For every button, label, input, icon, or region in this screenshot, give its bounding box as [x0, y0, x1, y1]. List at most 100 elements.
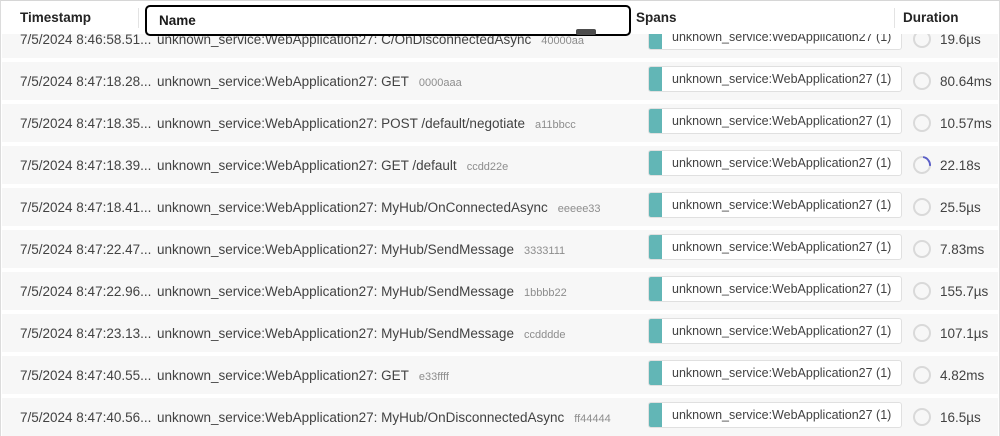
table-row[interactable]: 7/5/2024 8:47:18.28... unknown_service:W…: [2, 62, 998, 100]
trace-timestamp: 7/5/2024 8:47:18.35...: [20, 115, 152, 131]
trace-duration: 19.6µs: [940, 31, 981, 47]
span-color-swatch: [649, 109, 662, 133]
span-resource-badge[interactable]: unknown_service:WebApplication27 (1): [648, 66, 903, 92]
span-color-swatch: [649, 193, 662, 217]
trace-duration-cell: 7.83ms: [903, 240, 998, 258]
span-resource-badge[interactable]: unknown_service:WebApplication27 (1): [648, 150, 903, 176]
trace-duration: 10.57ms: [940, 115, 992, 131]
trace-duration: 4.82ms: [940, 367, 985, 383]
trace-id: 1bbbb22: [523, 286, 567, 299]
trace-spans-cell: unknown_service:WebApplication27 (1): [648, 66, 903, 96]
trace-spans-cell: unknown_service:WebApplication27 (1): [648, 150, 903, 180]
trace-id: 40000aa: [541, 34, 585, 47]
duration-ring-icon: [913, 114, 931, 132]
trace-timestamp: 7/5/2024 8:47:18.39...: [20, 157, 152, 173]
trace-name: unknown_service:WebApplication27: MyHub/…: [157, 409, 565, 425]
duration-ring-icon: [913, 408, 931, 426]
trace-name-cell[interactable]: unknown_service:WebApplication27: MyHub/…: [157, 410, 648, 425]
trace-name: unknown_service:WebApplication27: GET: [157, 73, 409, 89]
span-color-swatch: [649, 67, 662, 91]
trace-name: unknown_service:WebApplication27: GET: [157, 367, 409, 383]
trace-duration-cell: 107.1µs: [903, 324, 998, 342]
span-color-swatch: [649, 403, 662, 427]
span-color-swatch: [649, 277, 662, 301]
trace-name-cell[interactable]: unknown_service:WebApplication27: MyHub/…: [157, 326, 648, 341]
trace-name: unknown_service:WebApplication27: MyHub/…: [157, 325, 514, 341]
trace-spans-cell: unknown_service:WebApplication27 (1): [648, 360, 903, 390]
span-resource-label: unknown_service:WebApplication27 (1): [672, 198, 892, 212]
trace-name-cell[interactable]: unknown_service:WebApplication27: MyHub/…: [157, 284, 648, 299]
table-row[interactable]: 7/5/2024 8:47:22.47... unknown_service:W…: [2, 230, 998, 268]
span-resource-label: unknown_service:WebApplication27 (1): [672, 282, 892, 296]
trace-spans-cell: unknown_service:WebApplication27 (1): [648, 276, 903, 306]
span-resource-label: unknown_service:WebApplication27 (1): [672, 408, 892, 422]
trace-timestamp: 7/5/2024 8:47:40.55...: [20, 367, 152, 383]
trace-timestamp: 7/5/2024 8:47:40.56...: [20, 409, 152, 425]
trace-duration: 22.18s: [940, 157, 981, 173]
column-divider: [138, 8, 139, 28]
trace-duration: 25.5µs: [940, 199, 981, 215]
trace-id: a11bbcc: [534, 118, 576, 131]
trace-id: e33ffff: [418, 370, 449, 383]
trace-timestamp: 7/5/2024 8:47:22.96...: [20, 283, 152, 299]
span-resource-label: unknown_service:WebApplication27 (1): [672, 324, 892, 338]
column-header-timestamp[interactable]: Timestamp: [20, 9, 92, 25]
trace-id: 3333111: [523, 244, 566, 257]
span-resource-badge[interactable]: unknown_service:WebApplication27 (1): [648, 192, 903, 218]
span-resource-badge[interactable]: unknown_service:WebApplication27 (1): [648, 360, 903, 386]
trace-id: eeeee33: [557, 202, 601, 215]
trace-name-cell[interactable]: unknown_service:WebApplication27: GET /d…: [157, 158, 648, 173]
column-divider: [894, 8, 895, 28]
trace-duration-cell: 80.64ms: [903, 72, 998, 90]
duration-ring-icon: [913, 240, 931, 258]
trace-name-cell[interactable]: unknown_service:WebApplication27: GET e3…: [157, 368, 648, 383]
trace-rows-container: 7/5/2024 8:46:58.51... unknown_service:W…: [2, 20, 998, 436]
table-row[interactable]: 7/5/2024 8:47:18.39... unknown_service:W…: [2, 146, 998, 184]
span-resource-badge[interactable]: unknown_service:WebApplication27 (1): [648, 276, 903, 302]
duration-ring-icon: [913, 324, 931, 342]
span-resource-label: unknown_service:WebApplication27 (1): [672, 156, 892, 170]
trace-spans-cell: unknown_service:WebApplication27 (1): [648, 234, 903, 264]
span-color-swatch: [649, 361, 662, 385]
duration-ring-icon: [913, 282, 931, 300]
name-filter-input[interactable]: [145, 5, 631, 36]
trace-spans-cell: unknown_service:WebApplication27 (1): [648, 192, 903, 222]
trace-name-cell[interactable]: unknown_service:WebApplication27: GET 00…: [157, 74, 648, 89]
table-row[interactable]: 7/5/2024 8:47:40.56... unknown_service:W…: [2, 398, 998, 436]
trace-duration-cell: 4.82ms: [903, 366, 998, 384]
span-resource-label: unknown_service:WebApplication27 (1): [672, 114, 892, 128]
trace-duration-cell: 155.7µs: [903, 282, 998, 300]
span-resource-badge[interactable]: unknown_service:WebApplication27 (1): [648, 234, 903, 260]
table-row[interactable]: 7/5/2024 8:47:22.96... unknown_service:W…: [2, 272, 998, 310]
trace-name-cell[interactable]: unknown_service:WebApplication27: MyHub/…: [157, 242, 648, 257]
span-resource-badge[interactable]: unknown_service:WebApplication27 (1): [648, 318, 903, 344]
trace-name: unknown_service:WebApplication27: MyHub/…: [157, 241, 514, 257]
trace-spans-cell: unknown_service:WebApplication27 (1): [648, 318, 903, 348]
trace-name: unknown_service:WebApplication27: GET /d…: [157, 157, 457, 173]
column-header-spans[interactable]: Spans: [636, 9, 677, 25]
span-resource-label: unknown_service:WebApplication27 (1): [672, 72, 892, 86]
span-resource-badge[interactable]: unknown_service:WebApplication27 (1): [648, 108, 903, 134]
table-row[interactable]: 7/5/2024 8:47:18.41... unknown_service:W…: [2, 188, 998, 226]
column-header-duration[interactable]: Duration: [903, 9, 959, 25]
table-row[interactable]: 7/5/2024 8:47:18.35... unknown_service:W…: [2, 104, 998, 142]
trace-timestamp: 7/5/2024 8:46:58.51...: [20, 31, 152, 47]
span-resource-badge[interactable]: unknown_service:WebApplication27 (1): [648, 402, 903, 428]
trace-name-cell[interactable]: unknown_service:WebApplication27: MyHub/…: [157, 200, 648, 215]
partial-text-artifact: [576, 29, 596, 35]
trace-duration-cell: 22.18s: [903, 152, 998, 178]
trace-duration: 16.5µs: [940, 409, 981, 425]
trace-name-cell[interactable]: unknown_service:WebApplication27: POST /…: [157, 116, 648, 131]
trace-duration-cell: 25.5µs: [903, 198, 998, 216]
trace-duration: 80.64ms: [940, 73, 992, 89]
duration-ring-icon: [913, 72, 931, 90]
trace-duration-cell: 10.57ms: [903, 114, 998, 132]
trace-id: ff44444: [574, 412, 611, 425]
trace-duration: 107.1µs: [940, 325, 989, 341]
trace-id: ccdddde: [523, 328, 566, 341]
trace-name: unknown_service:WebApplication27: MyHub/…: [157, 283, 514, 299]
table-row[interactable]: 7/5/2024 8:47:40.55... unknown_service:W…: [2, 356, 998, 394]
table-row[interactable]: 7/5/2024 8:47:23.13... unknown_service:W…: [2, 314, 998, 352]
span-resource-label: unknown_service:WebApplication27 (1): [672, 240, 892, 254]
